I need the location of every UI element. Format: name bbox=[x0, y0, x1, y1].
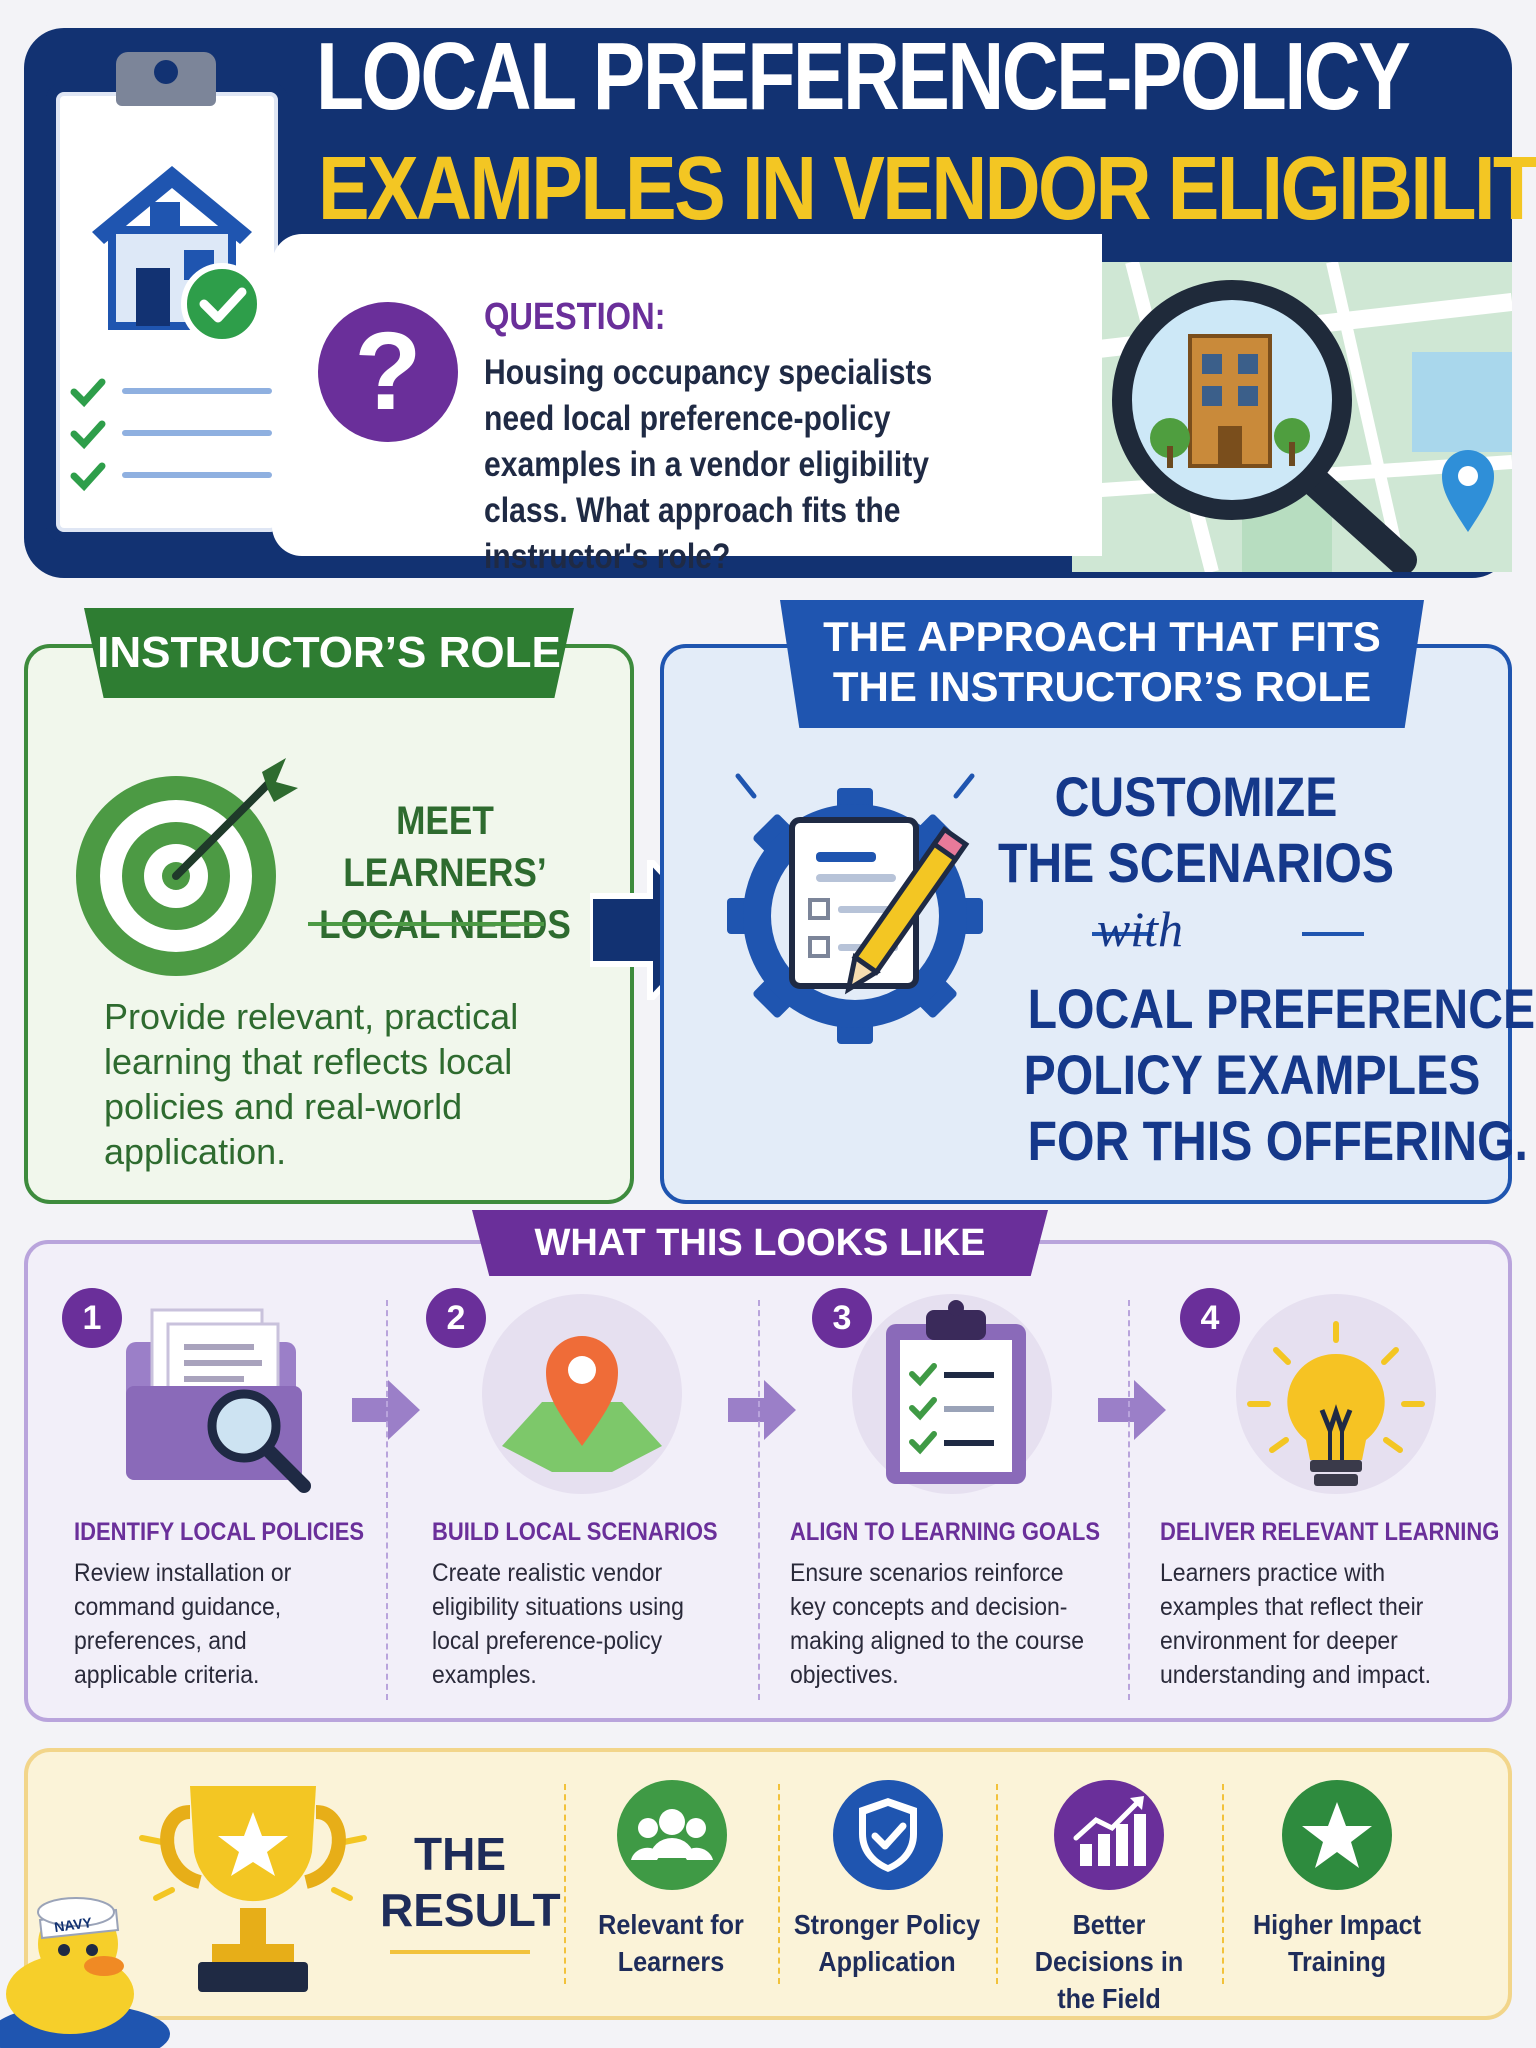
approach-banner-text: THE APPROACH THAT FITS THE INSTRUCTOR’S … bbox=[823, 613, 1381, 710]
steps-banner-text: WHAT THIS LOOKS LIKE bbox=[534, 1222, 986, 1264]
step-title-2: BUILD LOCAL SCENARIOS bbox=[432, 1518, 718, 1546]
approach-line4: POLICY EXAMPLES bbox=[1023, 1043, 1481, 1106]
question-mark-icon: ? bbox=[318, 302, 458, 442]
with-dash-right bbox=[1302, 932, 1364, 936]
target-arrow-icon bbox=[76, 758, 298, 976]
steps-banner bbox=[472, 1210, 1048, 1276]
clipboard-checklist-icon bbox=[886, 1300, 1026, 1484]
approach-line1: CUSTOMIZE bbox=[1054, 765, 1338, 828]
page-title-line2: EXAMPLES IN VENDOR ELIGIBILITY bbox=[318, 139, 1536, 239]
step-description-2: Create realistic vendor eligibility situ… bbox=[432, 1559, 684, 1689]
step-arrow-3 bbox=[1098, 1380, 1166, 1440]
result-underline bbox=[390, 1950, 530, 1954]
step-arrow-2 bbox=[728, 1380, 796, 1440]
approach-line3: LOCAL PREFERENCE- bbox=[1027, 977, 1536, 1040]
with-dash-left bbox=[1092, 932, 1154, 936]
map-illustration bbox=[1072, 262, 1512, 572]
outcome-label-4: Higher Impact Training bbox=[1252, 1909, 1422, 1977]
trophy-star-icon bbox=[139, 1786, 367, 1992]
step-title-1: IDENTIFY LOCAL POLICIES bbox=[74, 1518, 365, 1546]
role-banner-text: INSTRUCTOR’S ROLE bbox=[97, 628, 561, 677]
magnifier-building-icon bbox=[1112, 280, 1417, 572]
outcome-label-3: Better Decisions in the Field bbox=[1034, 1909, 1184, 2014]
page-title-line1: LOCAL PREFERENCE-POLICY bbox=[316, 23, 1411, 130]
step-number-4: 4 bbox=[1180, 1288, 1240, 1348]
result-separator-1 bbox=[564, 1784, 566, 1984]
role-description: Provide relevant, practical learning tha… bbox=[104, 996, 519, 1172]
folder-magnifier-icon bbox=[126, 1308, 311, 1493]
role-divider bbox=[308, 922, 544, 926]
result-separator-4 bbox=[1222, 1784, 1224, 1984]
step-title-4: DELIVER RELEVANT LEARNING bbox=[1160, 1518, 1500, 1546]
outcome-label-1: Relevant for Learners bbox=[598, 1909, 744, 1977]
house-check-icon bbox=[92, 166, 263, 345]
question-label: QUESTION: bbox=[484, 296, 666, 338]
step-number-1: 1 bbox=[62, 1288, 122, 1348]
step-separator-2 bbox=[758, 1300, 760, 1700]
result-separator-2 bbox=[778, 1784, 780, 1984]
outcome-circle-3 bbox=[1054, 1780, 1164, 1890]
approach-line2: THE SCENARIOS bbox=[997, 831, 1395, 894]
role-heading: MEET LEARNERS’ LOCAL NEEDS bbox=[319, 799, 571, 947]
step-number-3: 3 bbox=[812, 1288, 872, 1348]
approach-banner bbox=[780, 600, 1424, 728]
people-icon bbox=[631, 1809, 713, 1860]
navy-badge-text: NAVY bbox=[53, 1914, 93, 1935]
checklist-icon bbox=[70, 378, 272, 492]
clipboard-clip bbox=[116, 52, 216, 106]
approach-with: with bbox=[1096, 901, 1184, 957]
step-description-1: Review installation or command guidance,… bbox=[74, 1559, 292, 1689]
step-title-3: ALIGN TO LEARNING GOALS bbox=[790, 1518, 1101, 1546]
location-pin-icon bbox=[1442, 450, 1494, 532]
result-separator-3 bbox=[996, 1784, 998, 1984]
result-title: THE RESULT bbox=[380, 1828, 561, 1936]
role-banner bbox=[84, 608, 574, 698]
outcome-circle-4 bbox=[1282, 1780, 1392, 1890]
outcome-circle-1 bbox=[617, 1780, 727, 1890]
question-text: Housing occupancy specialists need local… bbox=[484, 353, 933, 576]
duck-mascot-icon: NAVY bbox=[0, 1897, 170, 2048]
steps-panel bbox=[24, 1240, 1512, 1722]
outcome-label-2: Stronger Policy Application bbox=[793, 1909, 981, 1977]
step-description-4: Learners practice with examples that ref… bbox=[1160, 1559, 1432, 1689]
growth-chart-icon bbox=[1073, 1796, 1146, 1866]
shield-check-icon bbox=[859, 1798, 917, 1872]
map-pin-icon bbox=[502, 1336, 662, 1472]
step-description-3: Ensure scenarios reinforce key concepts … bbox=[790, 1559, 1085, 1689]
approach-line5: FOR THIS OFFERING. bbox=[1027, 1109, 1528, 1172]
step-separator-3 bbox=[1128, 1300, 1130, 1700]
star-icon bbox=[1302, 1802, 1372, 1868]
outcome-circle-2 bbox=[833, 1780, 943, 1890]
step-number-2: 2 bbox=[426, 1288, 486, 1348]
step-separator-1 bbox=[386, 1300, 388, 1700]
gear-document-pencil-icon bbox=[727, 773, 983, 1044]
lightbulb-icon bbox=[1247, 1321, 1425, 1486]
clipboard-illustration bbox=[46, 52, 288, 542]
